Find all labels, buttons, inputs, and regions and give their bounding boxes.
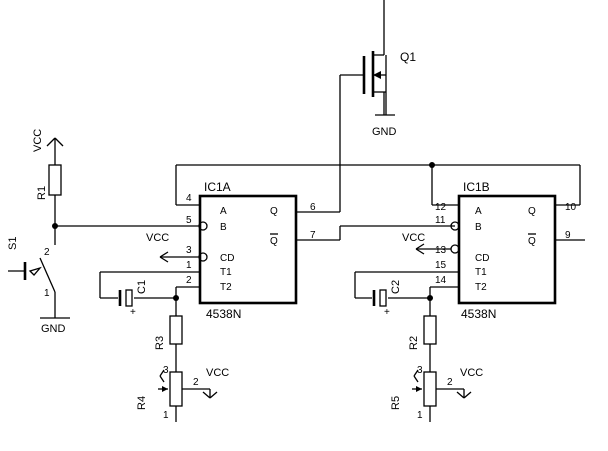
svg-text:5: 5 [186,215,192,226]
svg-text:11: 11 [435,215,446,226]
c2-capacitor: C2 + [372,280,402,318]
svg-text:15: 15 [435,260,447,271]
svg-text:2: 2 [193,377,199,388]
svg-text:10: 10 [565,202,577,213]
svg-text:A: A [220,206,227,217]
svg-text:1: 1 [44,288,50,299]
svg-text:6: 6 [310,202,316,213]
vcc-r1-s1-section: VCC R1 S1 2 1 GND [7,129,200,335]
svg-text:T2: T2 [220,282,232,293]
ic1a-cd-vcc-label: VCC [146,232,169,244]
svg-text:13: 13 [435,245,447,256]
ic1b-cd-vcc-label: VCC [402,232,425,244]
svg-text:3: 3 [163,365,169,376]
svg-text:T1: T1 [220,267,232,278]
r5-label: R5 [390,396,402,410]
svg-text:7: 7 [310,230,316,241]
svg-text:Q: Q [528,206,536,217]
svg-text:Q: Q [270,206,278,217]
r3-label: R3 [154,336,166,350]
c2-label: C2 [390,280,402,294]
svg-text:2: 2 [44,247,50,258]
svg-text:12: 12 [435,202,447,213]
r3-resistor: R3 [154,315,183,372]
svg-text:CD: CD [475,253,489,264]
svg-text:+: + [384,307,390,318]
top-bus-wire [175,162,581,206]
ic1b-part-label: 4538N [461,307,496,321]
q1-mosfet: Q1 GND [340,0,416,138]
svg-text:CD: CD [220,253,234,264]
r4-vcc-label: VCC [206,367,229,379]
svg-text:3: 3 [417,365,423,376]
r1-label: R1 [36,186,48,200]
q1-gnd-label: GND [372,126,397,138]
vcc-top-label: VCC [32,129,44,152]
svg-text:B: B [475,222,482,233]
r5-potentiometer: VCC 3 2 1 R5 [390,365,483,422]
svg-text:1: 1 [186,260,192,271]
svg-text:4: 4 [186,193,192,204]
svg-text:3: 3 [186,245,192,256]
ic1b-label: IC1B [463,180,490,194]
q1-label: Q1 [400,50,416,64]
r4-label: R4 [136,396,148,410]
svg-text:1: 1 [163,410,169,421]
r2-resistor: R2 [408,315,437,372]
svg-text:A: A [475,206,482,217]
svg-text:2: 2 [447,377,453,388]
svg-text:2: 2 [186,275,192,286]
c1-capacitor: C1 + [118,280,148,318]
ic1a-part-label: 4538N [206,307,241,321]
ic1a-chip: IC1A 4538N A B CD T1 T2 Q Q 4 5 3 1 2 6 … [99,75,455,321]
svg-text:14: 14 [435,275,447,286]
r4-potentiometer: VCC 3 2 1 R4 [136,365,229,422]
s1-label: S1 [7,237,19,250]
ic1b-chip: IC1B 4538N A B CD T1 T2 Q Q 12 11 13 15 … [354,180,585,321]
r2-label: R2 [408,336,420,350]
svg-text:+: + [130,307,136,318]
s1-gnd-label: GND [41,323,66,335]
svg-text:Q: Q [528,236,536,247]
svg-text:9: 9 [565,230,571,241]
c1-label: C1 [136,280,148,294]
r5-vcc-label: VCC [460,367,483,379]
r1-resistor [48,164,62,196]
svg-text:Q: Q [270,236,278,247]
ic1a-label: IC1A [204,180,231,194]
svg-text:T2: T2 [475,282,487,293]
svg-text:B: B [220,222,227,233]
svg-text:T1: T1 [475,267,487,278]
svg-text:1: 1 [417,410,423,421]
